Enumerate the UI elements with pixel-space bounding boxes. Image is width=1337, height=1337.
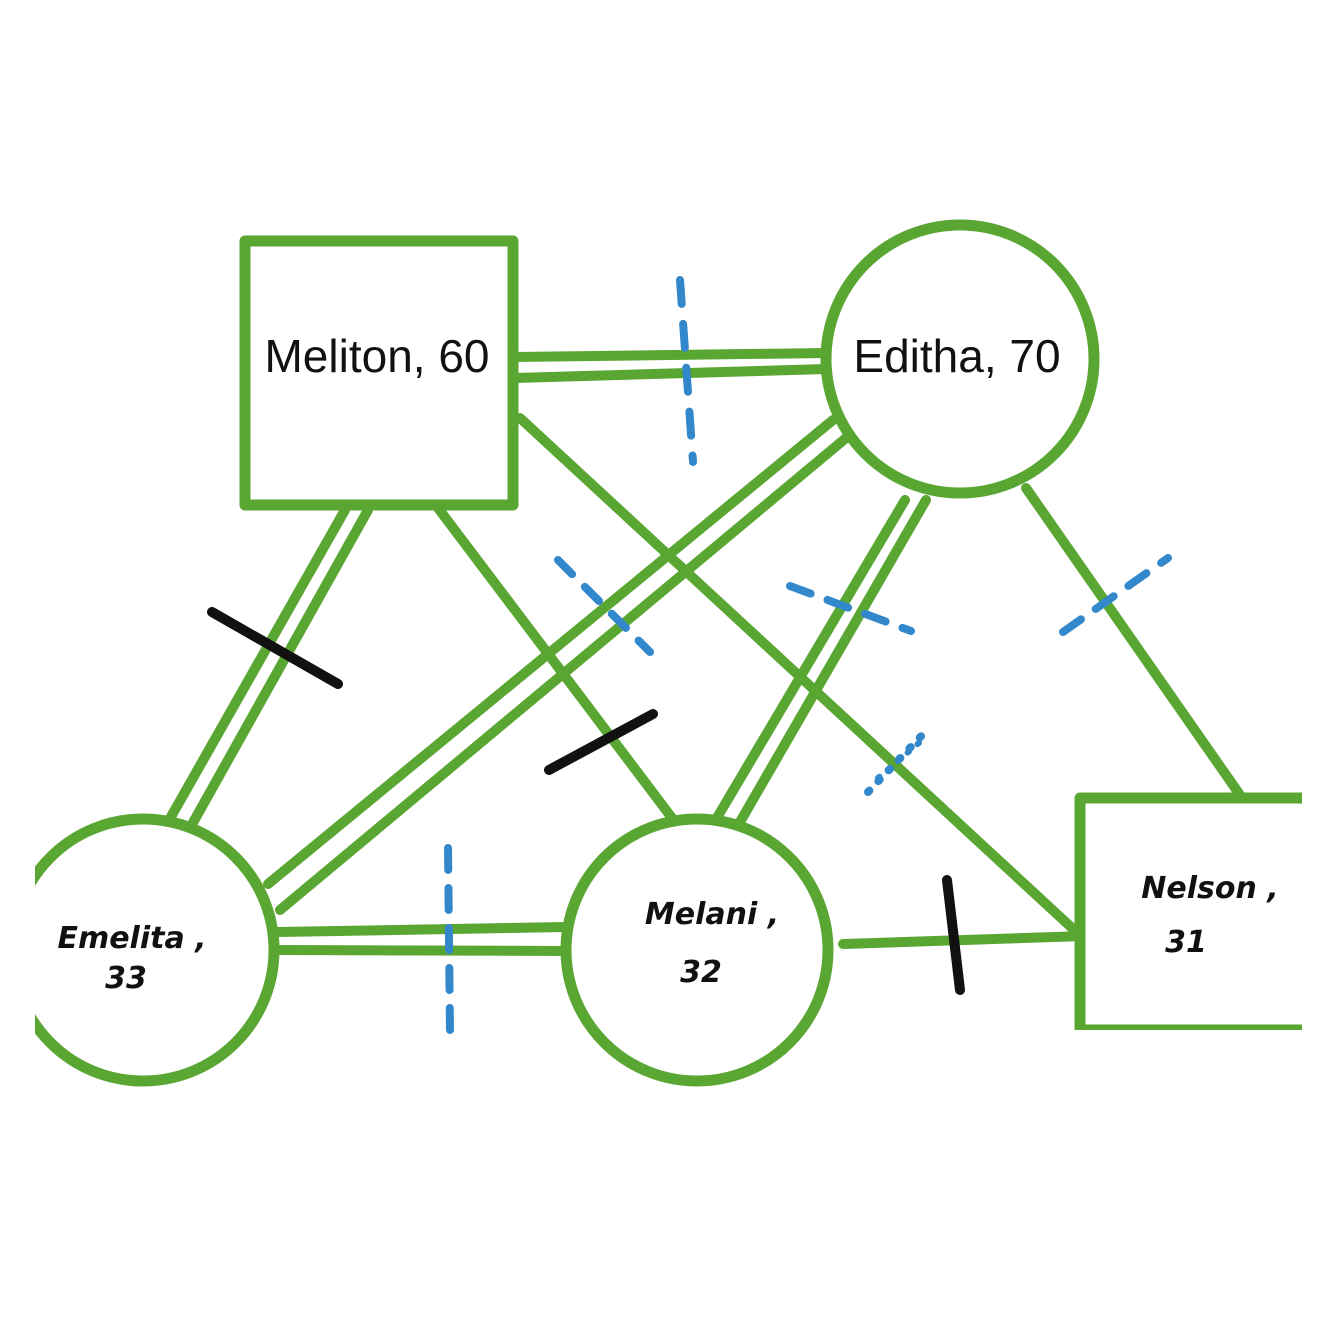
edge-editha-melani [713,495,931,827]
cutoff-mark-meliton-melani [544,709,658,775]
edge-editha-nelson [1021,483,1245,800]
node-label-melani-line1: Melani , [645,897,779,932]
circle-shape [820,219,1100,499]
edge-meliton-editha [510,348,831,383]
distant-mark-editha-emelita [554,556,654,656]
node-label-emelita-line1: Emelita , [57,921,206,956]
node-label-nelson-line1: Nelson , [1141,871,1278,906]
node-label-meliton: Meliton, 60 [264,330,489,382]
distant-mark-meliton-nelson-inner [875,739,923,781]
distant-mark-editha-nelson [1059,554,1172,636]
edge-melani-nelson [838,931,1090,949]
node-label-emelita-line2: 33 [105,961,147,996]
square-shape [1074,792,1302,1030]
edge-meliton-melani [427,495,677,823]
edge-meliton-emelita [163,505,373,833]
node-label-melani-line2: 32 [680,955,722,990]
node-emelita[interactable]: Emelita , 33 [12,813,280,1087]
distant-mark-editha-melani [786,582,915,635]
distant-mark-emelita-melani [444,844,454,1034]
distant-mark-meliton-editha [676,276,697,466]
circle-shape [560,813,834,1087]
node-nelson[interactable]: Nelson , 31 [1074,792,1337,1030]
node-meliton[interactable]: Meliton, 60 [239,235,519,511]
node-melani[interactable]: Melani , 32 [560,813,834,1087]
cutoff-mark-meliton-emelita [207,607,343,689]
circle-shape [35,813,280,1087]
edge-meliton-nelson [515,413,1077,933]
node-label-nelson-line2: 31 [1165,925,1207,960]
node-label-editha: Editha, 70 [853,330,1060,382]
edge-editha-emelita [263,415,851,915]
edge-emelita-melani [273,922,575,956]
node-editha[interactable]: Editha, 70 [820,219,1100,499]
cutoff-mark-melani-nelson [942,875,965,995]
square-shape [239,235,519,511]
